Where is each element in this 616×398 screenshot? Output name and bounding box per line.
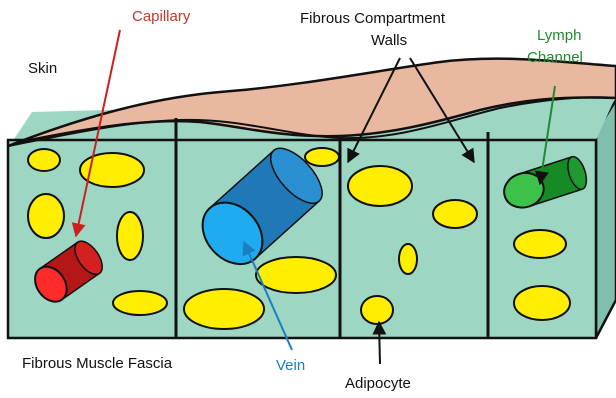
fat-cell: [514, 286, 570, 320]
capillary-label: Capillary: [132, 8, 191, 25]
fascia-label: Fibrous Muscle Fascia: [22, 355, 173, 372]
adipocyte-pointer-arrow: [379, 322, 380, 364]
fat-cell: [433, 200, 477, 228]
fat-cell: [28, 149, 60, 171]
fat-cell: [348, 166, 412, 206]
fat-cell: [399, 244, 417, 274]
vein-label: Vein: [276, 357, 305, 374]
fat-cell: [514, 230, 566, 258]
fat-cell: [256, 257, 336, 293]
fat-cell: [28, 194, 64, 238]
fat-cell: [113, 291, 167, 315]
fat-cell: [117, 212, 143, 260]
fat-cell: [184, 289, 264, 329]
adipocyte-cell: [361, 296, 393, 324]
lymph-label-line2: Channel: [527, 49, 583, 66]
lymph-label-line1: Lymph: [537, 27, 581, 44]
skin-label: Skin: [28, 60, 57, 77]
fibrous-walls-label-line2: Walls: [371, 32, 407, 49]
fat-cell: [305, 148, 339, 166]
fibrous-walls-label-line1: Fibrous Compartment: [300, 10, 446, 27]
adipocyte-label: Adipocyte: [345, 375, 411, 392]
tissue-right-face: [596, 100, 616, 338]
